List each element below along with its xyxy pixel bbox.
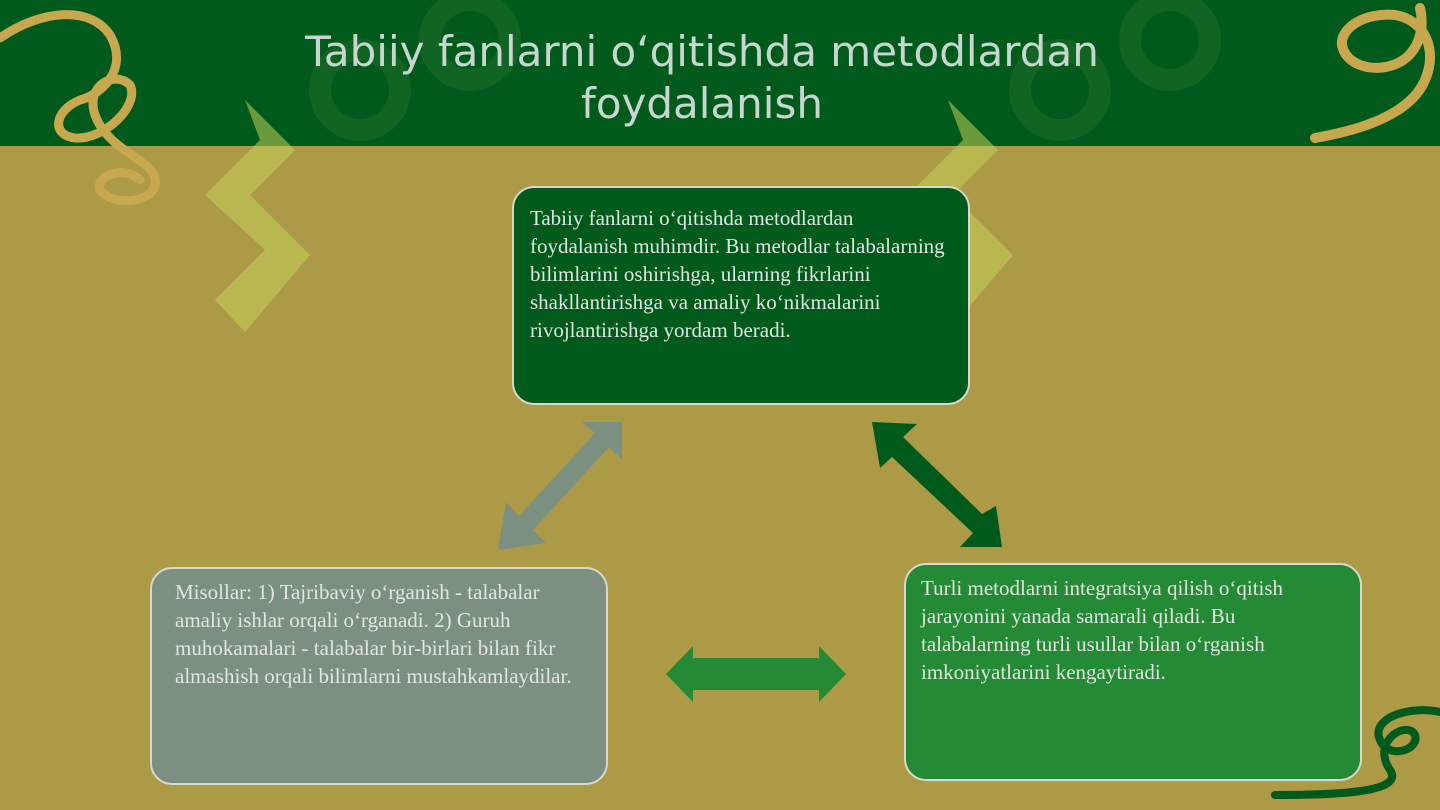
connector-top-right	[872, 422, 1002, 547]
double-arrow-icon	[498, 422, 622, 550]
connector-top-left	[498, 422, 622, 550]
box-integration: Turli metodlarni integratsiya qilish o‘q…	[904, 563, 1362, 781]
box-examples: Misollar: 1) Tajribaviy o‘rganish - tala…	[150, 567, 608, 785]
double-arrow-icon	[666, 646, 846, 702]
box-integration-text: Turli metodlarni integratsiya qilish o‘q…	[921, 576, 1284, 684]
box-importance-text: Tabiiy fanlarni o‘qitishda metodlardan f…	[530, 206, 945, 342]
double-arrow-icon	[872, 422, 1002, 547]
box-importance: Tabiiy fanlarni o‘qitishda metodlardan f…	[512, 186, 970, 405]
slide-title: Tabiiy fanlarni o‘qitishda metodlardan f…	[305, 27, 1099, 128]
box-examples-text: Misollar: 1) Tajribaviy o‘rganish - tala…	[175, 580, 572, 688]
connector-bottom	[666, 646, 846, 702]
